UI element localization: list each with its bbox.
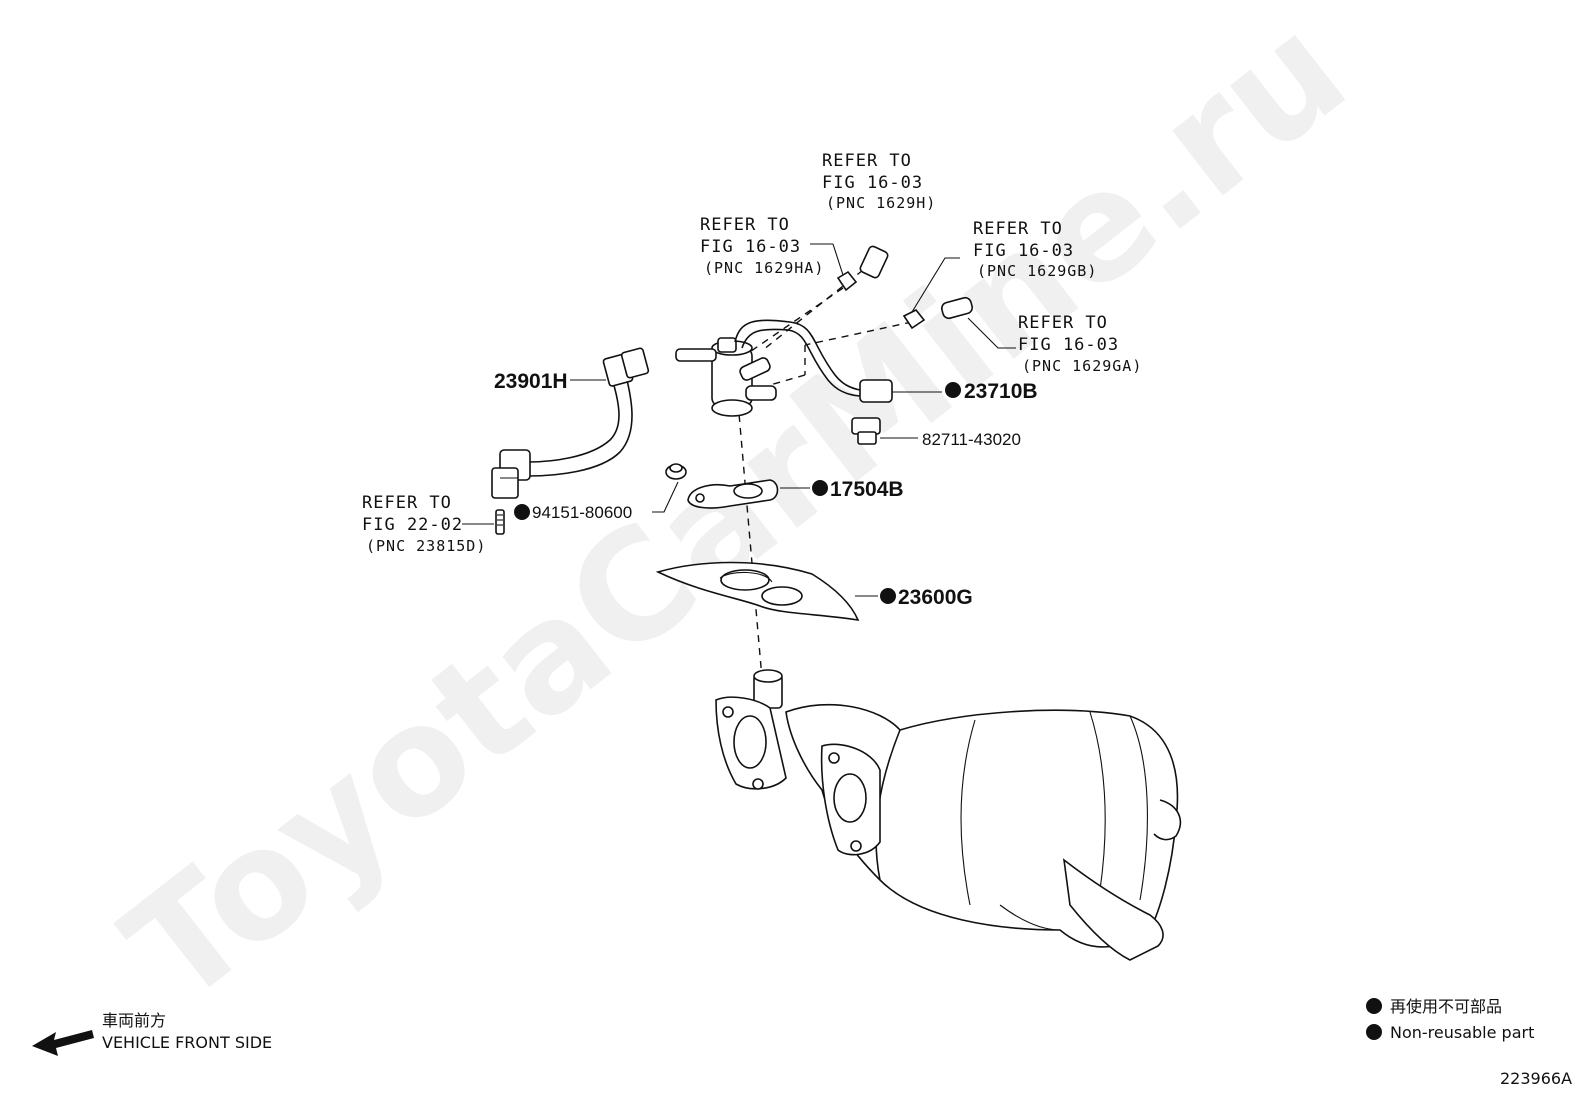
bracket-17504b[interactable]: [687, 479, 810, 509]
svg-text:REFER TO: REFER TO: [700, 215, 790, 235]
part-label-23901h[interactable]: 23901H: [494, 370, 606, 393]
svg-text:FIG 16-03: FIG 16-03: [1018, 335, 1119, 355]
svg-text:(PNC 1629GA): (PNC 1629GA): [1022, 357, 1142, 375]
hose-23901h[interactable]: [491, 347, 650, 499]
svg-text:(PNC 1629HA): (PNC 1629HA): [704, 259, 824, 277]
stud-bolt-23815d: [495, 509, 505, 535]
svg-text:23600G: 23600G: [898, 586, 973, 609]
svg-text:REFER TO: REFER TO: [822, 151, 912, 171]
svg-text:23710B: 23710B: [964, 380, 1038, 403]
svg-text:再使用不可部品: 再使用不可部品: [1390, 997, 1502, 1016]
exhaust-converter: [715, 669, 1182, 961]
assembly-lines: [737, 261, 913, 691]
grommet-94151[interactable]: [652, 463, 687, 513]
legend: 再使用不可部品 Non-reusable part: [1366, 997, 1534, 1042]
ref-label-1629ha: REFER TO FIG 16-03 (PNC 1629HA): [700, 215, 833, 277]
vsv-valve-23710b[interactable]: [675, 319, 942, 417]
hose-fitting-1629h: [859, 245, 889, 279]
svg-text:FIG 16-03: FIG 16-03: [973, 241, 1074, 261]
svg-text:REFER TO: REFER TO: [362, 493, 452, 513]
svg-text:23901H: 23901H: [494, 370, 568, 393]
svg-text:REFER TO: REFER TO: [973, 219, 1063, 239]
non-reusable-marker: [1366, 998, 1382, 1014]
non-reusable-marker: [1366, 1024, 1382, 1040]
vehicle-front-indicator: 車両前方 VEHICLE FRONT SIDE: [32, 1011, 272, 1056]
svg-text:(PNC 1629GB): (PNC 1629GB): [977, 262, 1097, 280]
svg-text:(PNC 1629H): (PNC 1629H): [826, 194, 936, 212]
clamp-1629ha: [832, 243, 858, 292]
clamp-1629gb: [902, 257, 960, 330]
non-reusable-marker: [812, 480, 828, 496]
svg-text:REFER TO: REFER TO: [1018, 313, 1108, 333]
svg-text:Non-reusable part: Non-reusable part: [1390, 1023, 1534, 1042]
svg-text:(PNC 23815D): (PNC 23815D): [366, 537, 486, 555]
ref-label-23815d: REFER TO FIG 22-02 (PNC 23815D): [362, 493, 494, 555]
svg-text:94151-80600: 94151-80600: [532, 503, 632, 522]
svg-text:FIG 16-03: FIG 16-03: [700, 237, 801, 257]
svg-text:17504B: 17504B: [830, 478, 904, 501]
svg-text:FIG 22-02: FIG 22-02: [362, 515, 463, 535]
part-label-17504b[interactable]: 17504B: [812, 478, 904, 501]
non-reusable-marker: [514, 504, 530, 520]
non-reusable-marker: [880, 588, 896, 604]
hose-fitting-1629ga: [940, 296, 1016, 349]
figure-id: 223966A: [1500, 1069, 1572, 1088]
part-label-23710b[interactable]: 23710B: [945, 380, 1038, 403]
part-label-94151-80600[interactable]: 94151-80600: [514, 503, 632, 522]
svg-text:82711-43020: 82711-43020: [922, 430, 1021, 449]
part-label-23600g[interactable]: 23600G: [880, 586, 973, 609]
ref-label-1629ga: REFER TO FIG 16-03 (PNC 1629GA): [1018, 313, 1142, 375]
non-reusable-marker: [945, 382, 961, 398]
part-label-82711-43020[interactable]: 82711-43020: [922, 430, 1021, 449]
gasket-23600g[interactable]: [655, 561, 878, 622]
svg-text:VEHICLE FRONT SIDE: VEHICLE FRONT SIDE: [102, 1033, 272, 1052]
arrow-left-icon: [32, 1030, 94, 1056]
svg-text:車両前方: 車両前方: [102, 1011, 166, 1030]
connector-82711[interactable]: [851, 417, 918, 445]
ref-label-1629gb: REFER TO FIG 16-03 (PNC 1629GB): [973, 219, 1097, 280]
ref-label-1629h: REFER TO FIG 16-03 (PNC 1629H): [822, 151, 936, 212]
watermark: ToyotaCarMine.ru: [95, 0, 1377, 1038]
svg-text:FIG 16-03: FIG 16-03: [822, 173, 923, 193]
